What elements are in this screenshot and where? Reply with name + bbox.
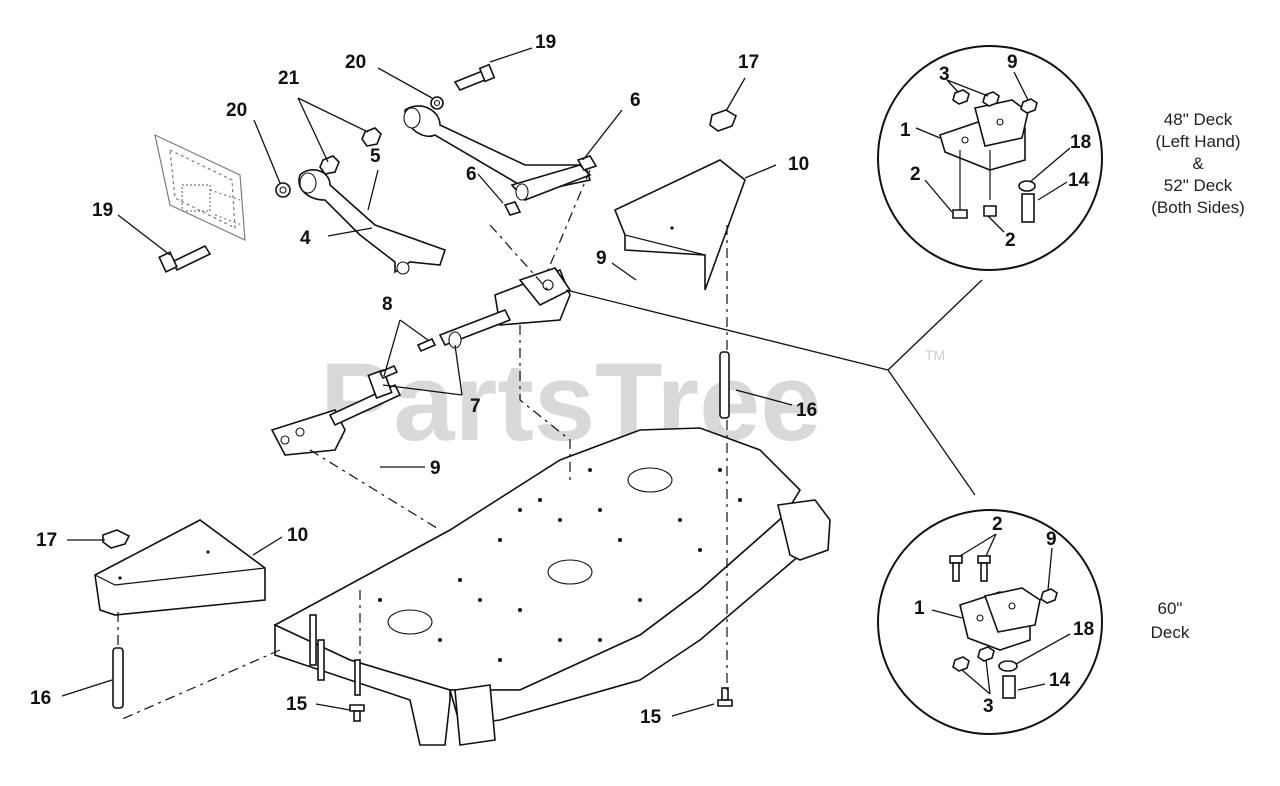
detail-lower-label-18: 18 (1073, 619, 1094, 640)
callout-6: 6 (630, 90, 641, 111)
caption-line-3: & (1192, 154, 1204, 173)
upper-arm (403, 105, 592, 201)
callouts: 20 19 21 20 5 19 4 6 6 17 10 9 8 7 16 9 … (30, 32, 817, 728)
caption-line-1: 60" (1158, 599, 1183, 618)
detail-lower-label-14: 14 (1049, 670, 1071, 691)
callout-20: 20 (226, 100, 247, 121)
callout-21: 21 (278, 68, 300, 89)
detail-upper: 3 9 1 18 2 14 2 (877, 45, 1103, 271)
leader-lines (61, 47, 983, 717)
caption-line-5: (Both Sides) (1151, 198, 1245, 217)
alignment-lines (117, 169, 728, 721)
detail-lower-label-3: 3 (983, 696, 994, 717)
detail-upper-label-2: 2 (1005, 230, 1016, 251)
caption-line-1: 48" Deck (1164, 110, 1233, 129)
callout-19: 19 (535, 32, 556, 53)
caption-line-4: 52" Deck (1164, 176, 1233, 195)
callout-16: 16 (796, 400, 817, 421)
callout-16: 16 (30, 688, 51, 709)
detail-upper-label-1: 1 (900, 120, 911, 141)
detail-lower-caption: 60" Deck (1151, 599, 1190, 642)
callout-17: 17 (738, 52, 759, 73)
callout-7: 7 (470, 396, 481, 417)
callout-10: 10 (788, 154, 809, 175)
bolts-15 (349, 687, 733, 722)
detail-lower: 2 9 1 18 14 3 (877, 509, 1103, 735)
caption-line-2: (Left Hand) (1155, 132, 1240, 151)
detail-upper-label-2: 2 (910, 164, 921, 185)
callout-15: 15 (640, 707, 662, 728)
deflector-cover-lower (94, 519, 266, 709)
callout-5: 5 (370, 146, 381, 167)
detail-upper-label-9: 9 (1007, 52, 1018, 73)
detail-lower-label-2: 2 (992, 514, 1003, 535)
callout-10: 10 (287, 525, 308, 546)
callout-19: 19 (92, 200, 113, 221)
callout-17: 17 (36, 530, 57, 551)
detail-upper-label-3: 3 (939, 64, 950, 85)
callout-9: 9 (596, 248, 607, 269)
callout-4: 4 (300, 228, 311, 249)
callout-20: 20 (345, 52, 366, 73)
detail-lower-label-1: 1 (914, 598, 925, 619)
frame-bracket (154, 133, 246, 241)
detail-upper-caption: 48" Deck (Left Hand) & 52" Deck (Both Si… (1151, 110, 1245, 217)
watermark-trademark: TM (925, 347, 945, 363)
pin-16-upper (719, 351, 730, 419)
arm-hardware (158, 63, 598, 273)
detail-upper-label-18: 18 (1070, 132, 1091, 153)
detail-lower-label-9: 9 (1046, 529, 1057, 550)
callout-8: 8 (382, 294, 393, 315)
pivot-assembly (270, 267, 572, 456)
detail-upper-label-14: 14 (1068, 170, 1090, 191)
callout-9: 9 (430, 458, 441, 479)
callout-6: 6 (466, 164, 477, 185)
callout-15: 15 (286, 694, 308, 715)
caption-line-2: Deck (1151, 623, 1190, 642)
deflector-cover-upper (613, 109, 746, 291)
lower-arm (298, 169, 447, 275)
mower-deck (273, 427, 831, 746)
